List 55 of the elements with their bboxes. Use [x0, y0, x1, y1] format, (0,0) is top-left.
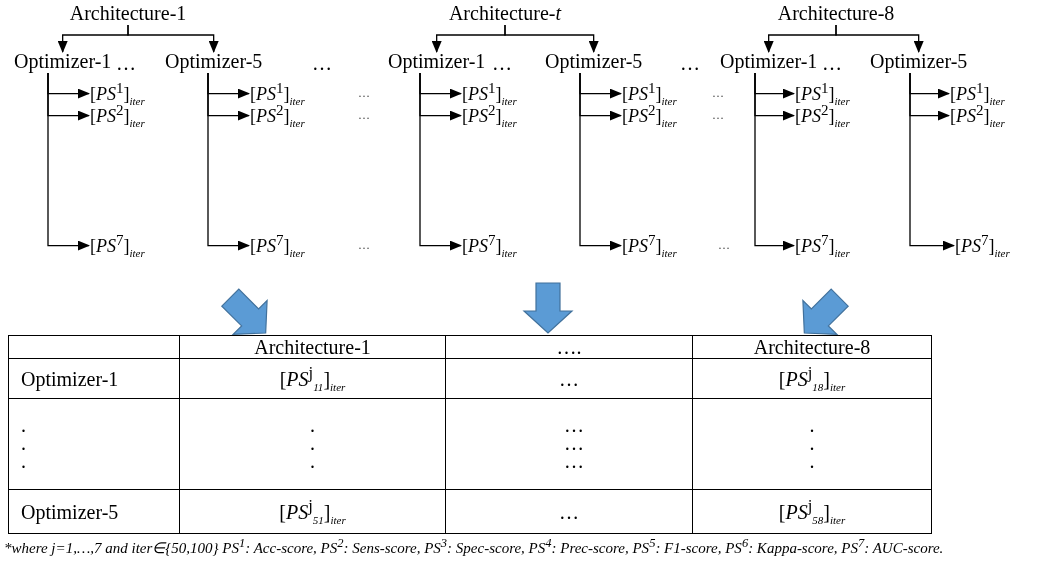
table-value: [PS$^{j}$$_{11}$]$_{iter}$ [179, 358, 446, 399]
arrow [754, 72, 795, 251]
arrow [47, 72, 90, 251]
footnote: *where j=1,…,7 and iter∈{50,100} PS$^{1}$: Acc-score, PS$^{2}$: Sens-score, PS$^{3}$: Spec-score, PS$^{4}$: Prec-score, PS$^{5}$: F1-score, PS$^{6}$: Kappa-score, PS$^{7}$: AUC-score. [4, 536, 945, 558]
column-header: …. [445, 335, 693, 359]
score-label: [PS$^{7}$]$_{iter}$ [90, 232, 145, 260]
table-value: . . . [179, 398, 446, 490]
results-table [8, 335, 932, 534]
score-label: [PS$^{7}$]$_{iter}$ [250, 232, 305, 260]
ellipsis: … [116, 52, 136, 75]
block-arrow [522, 282, 574, 334]
row-header: Optimizer-5 [8, 489, 180, 534]
ellipsis: … [492, 52, 512, 75]
ellipsis: … [718, 238, 730, 253]
optimizer-label: Optimizer-1 [14, 50, 112, 73]
table-value: [PS$^{j}$$_{18}$]$_{iter}$ [692, 358, 932, 399]
optimizer-label: Optimizer-5 [870, 50, 968, 73]
architecture-label: Architecture-1 [69, 2, 187, 25]
arrow [835, 24, 924, 53]
column-header: Architecture-1 [179, 335, 446, 359]
table-value: … [445, 358, 693, 399]
table-value: . . . [692, 398, 932, 490]
score-label: [PS$^{7}$]$_{iter}$ [795, 232, 850, 260]
row-header: Optimizer-1 [8, 358, 180, 399]
block-arrow [802, 288, 849, 336]
optimizer-label: Optimizer-5 [545, 50, 643, 73]
score-label: [PS$^{7}$]$_{iter}$ [955, 232, 1010, 260]
optimizer-label: Optimizer-5 [165, 50, 263, 73]
score-label: [PS$^{7}$]$_{iter}$ [462, 232, 517, 260]
ellipsis: … [358, 108, 370, 123]
arrow [579, 72, 622, 251]
column-header: Architecture-8 [692, 335, 932, 359]
optimizer-label: Optimizer-1 [720, 50, 818, 73]
arrow [127, 24, 219, 53]
row-header: . . . [8, 398, 180, 490]
ellipsis: … [712, 108, 724, 123]
arrow [207, 72, 250, 251]
optimizer-label: Optimizer-1 [388, 50, 486, 73]
table-value: … … … [445, 398, 693, 490]
architecture-label: Architecture-t [448, 2, 562, 25]
ellipsis: … [680, 52, 700, 75]
arrow [419, 72, 462, 251]
table-value: [PS$^{j}$$_{51}$]$_{iter}$ [179, 489, 446, 534]
table-value: … [445, 489, 693, 534]
block-arrow [221, 288, 268, 336]
ellipsis: … [358, 238, 370, 253]
architecture-label: Architecture-8 [777, 2, 895, 25]
ellipsis: … [712, 86, 724, 101]
score-label: [PS$^{7}$]$_{iter}$ [622, 232, 677, 260]
arrow [909, 72, 955, 251]
ellipsis: … [358, 86, 370, 101]
arrow [504, 24, 599, 53]
table-value: [PS$^{j}$$_{58}$]$_{iter}$ [692, 489, 932, 534]
ellipsis: … [312, 52, 332, 75]
ellipsis: … [822, 52, 842, 75]
